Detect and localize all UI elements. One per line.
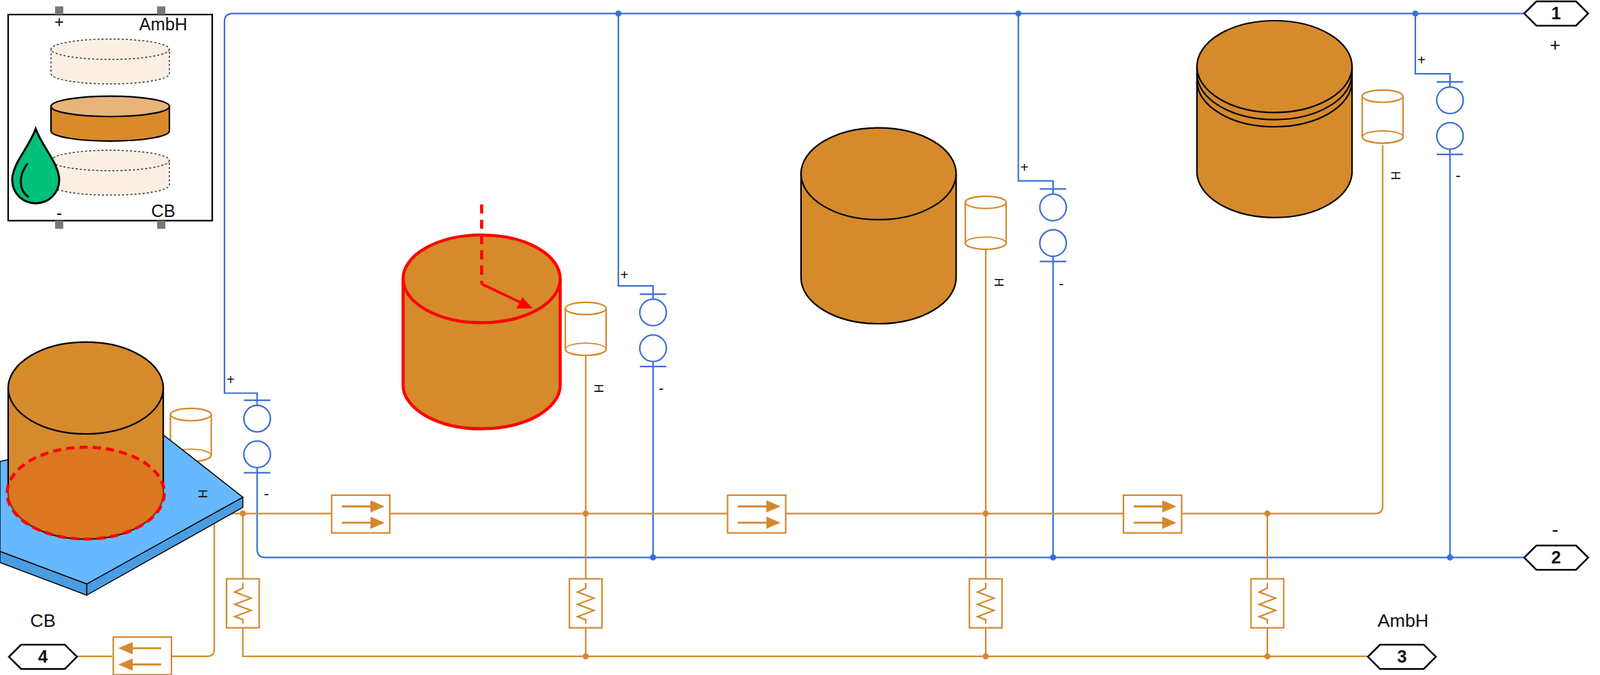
terminal-label: - — [1551, 519, 1559, 540]
terminal-label: AmbH — [139, 15, 188, 34]
terminal-label: + — [620, 267, 629, 282]
terminal-label: + — [54, 14, 65, 31]
terminal-label: - — [1058, 276, 1064, 292]
port-hexagon: 4 — [8, 643, 78, 670]
terminal-label: - — [1455, 168, 1461, 184]
terminal-label: + — [226, 372, 235, 388]
port-tag: H — [1388, 170, 1401, 180]
port-number: 3 — [1397, 648, 1408, 666]
terminal-label: - — [56, 204, 62, 222]
terminal-label: CB — [151, 202, 176, 220]
terminal-label: + — [1549, 35, 1561, 55]
port-hexagon: 3 — [1367, 643, 1437, 670]
terminal-label: AmbH — [1377, 610, 1429, 630]
port-number: 4 — [37, 648, 48, 666]
port-tag: H — [195, 489, 209, 499]
port-number: 2 — [1551, 548, 1561, 567]
port-tag: H — [591, 384, 605, 394]
terminal-label: - — [263, 486, 269, 502]
terminal-label: + — [1020, 160, 1029, 175]
port-hexagon: 2 — [1523, 544, 1589, 571]
port-number: 1 — [1551, 4, 1561, 23]
port-tag: H — [991, 278, 1005, 288]
port-hexagon: 1 — [1523, 0, 1589, 27]
terminal-label: + — [1417, 53, 1426, 68]
terminal-label: - — [658, 380, 664, 397]
terminal-label: CB — [30, 610, 56, 630]
